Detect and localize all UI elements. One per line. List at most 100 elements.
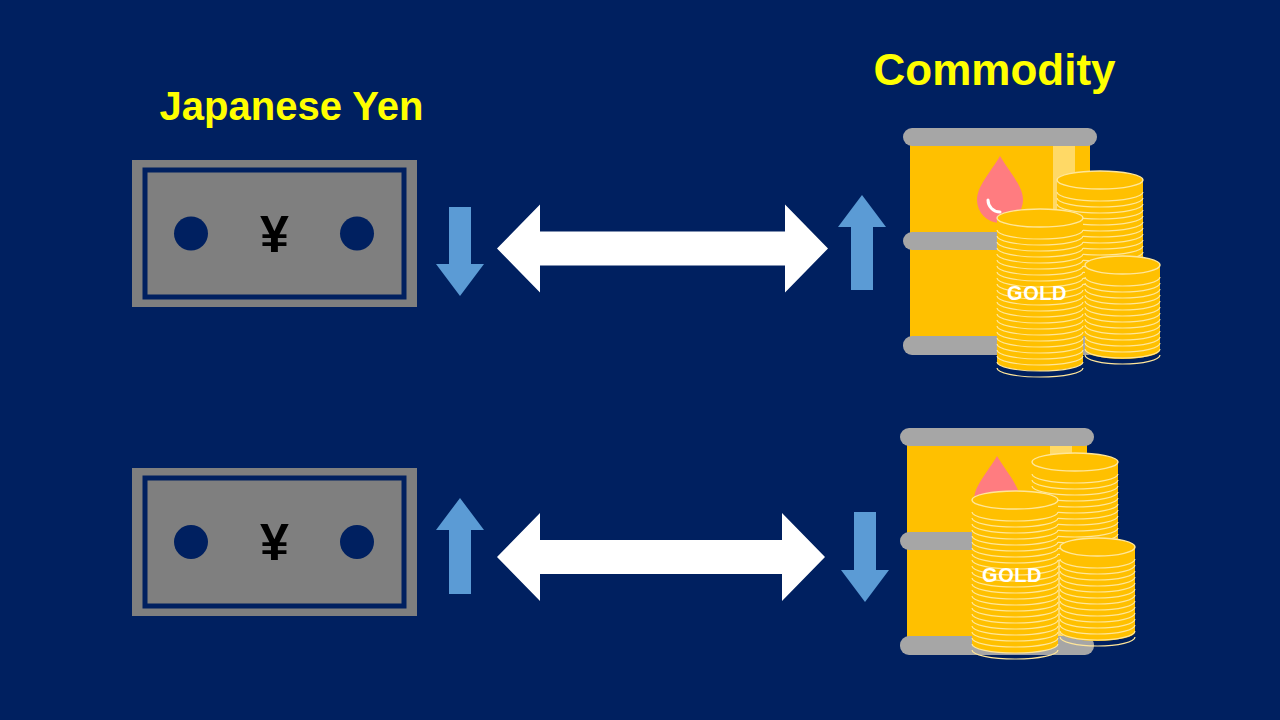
coin-edge — [1085, 301, 1160, 310]
coin-edge — [1085, 331, 1160, 340]
up-arrow — [436, 498, 484, 594]
coin-edge — [972, 524, 1058, 533]
coin-stack — [1085, 256, 1160, 364]
double-arrow — [497, 513, 825, 601]
coin-edge — [1060, 631, 1135, 640]
coin-top — [1032, 453, 1118, 471]
coin-edge — [997, 326, 1083, 335]
down-arrow — [841, 512, 889, 602]
coin-edge — [1060, 589, 1135, 598]
coin-body — [1060, 547, 1135, 632]
coin-edge — [972, 626, 1058, 635]
coin-edge — [1085, 295, 1160, 304]
coin-edge — [972, 650, 1058, 659]
coin-body — [1085, 265, 1160, 350]
coin-edge — [972, 614, 1058, 623]
coin-edge — [972, 638, 1058, 647]
coin-edge — [972, 530, 1058, 539]
coin-edge — [1060, 607, 1135, 616]
coin-edge — [1085, 325, 1160, 334]
commodity-icon: CommodityGOLD — [905, 128, 1160, 363]
coin-edge — [1060, 619, 1135, 628]
currency-symbol: ¥ — [132, 468, 417, 616]
coin-label: GOLD — [992, 281, 1082, 305]
barrel-rim — [900, 428, 1094, 446]
coin-edge — [997, 350, 1083, 359]
coin-edge — [1057, 192, 1143, 201]
coin-edge — [997, 362, 1083, 371]
coin-edge — [997, 242, 1083, 251]
coin-top — [997, 209, 1083, 227]
coin-edge — [997, 338, 1083, 347]
coin-edge — [997, 332, 1083, 341]
coin-edge — [1060, 595, 1135, 604]
coin-edge — [1085, 289, 1160, 298]
coin-edge — [1085, 337, 1160, 346]
coin-edge — [997, 248, 1083, 257]
commodity-illustration — [905, 128, 1160, 363]
coin-edge — [972, 632, 1058, 641]
coin-edge — [997, 254, 1083, 263]
gold-coins — [972, 453, 1135, 659]
coin-edge — [972, 644, 1058, 653]
coin-top — [1085, 256, 1160, 274]
coin-edge — [1085, 319, 1160, 328]
coin-edge — [997, 368, 1083, 377]
coin-edge — [1060, 565, 1135, 574]
coin-edge — [1032, 480, 1118, 489]
column-heading: Japanese Yen — [92, 83, 492, 129]
coin-edge — [972, 554, 1058, 563]
banknote-dot — [174, 525, 208, 559]
coin-label: GOLD — [967, 563, 1057, 587]
coin-edge — [1085, 313, 1160, 322]
coin-edge — [997, 266, 1083, 275]
coin-top — [1060, 538, 1135, 556]
gold-coins — [997, 171, 1160, 377]
coin-edge — [972, 608, 1058, 617]
banknote-dot — [174, 217, 208, 251]
barrel-rim — [903, 128, 1097, 146]
double-arrow — [497, 205, 828, 293]
coin-edge — [1060, 559, 1135, 568]
column-heading: Commodity — [795, 45, 1195, 96]
coin-edge — [972, 590, 1058, 599]
coin-edge — [997, 230, 1083, 239]
coin-edge — [1085, 283, 1160, 292]
coin-edge — [997, 314, 1083, 323]
coin-edge — [972, 620, 1058, 629]
coin-edge — [1060, 571, 1135, 580]
coin-edge — [1085, 343, 1160, 352]
coin-edge — [997, 272, 1083, 281]
coin-edge — [1085, 355, 1160, 364]
coin-edge — [972, 548, 1058, 557]
coin-edge — [972, 536, 1058, 545]
up-arrow — [838, 195, 886, 290]
coin-edge — [997, 320, 1083, 329]
coin-edge — [1060, 583, 1135, 592]
currency-symbol: ¥ — [132, 160, 417, 307]
coin-edge — [1060, 625, 1135, 634]
coin-edge — [1085, 277, 1160, 286]
coin-edge — [972, 596, 1058, 605]
coin-edge — [997, 344, 1083, 353]
coin-stack — [1060, 538, 1135, 646]
banknote-dot — [340, 217, 374, 251]
coin-edge — [1060, 637, 1135, 646]
coin-top — [1057, 171, 1143, 189]
coin-edge — [1057, 198, 1143, 207]
coin-edge — [1060, 577, 1135, 586]
coin-edge — [1085, 307, 1160, 316]
coin-edge — [972, 602, 1058, 611]
coin-edge — [997, 260, 1083, 269]
commodity-illustration — [902, 428, 1157, 663]
commodity-icon: GOLD — [902, 428, 1157, 663]
coin-edge — [997, 356, 1083, 365]
coin-edge — [1060, 601, 1135, 610]
coin-edge — [972, 542, 1058, 551]
coin-top — [972, 491, 1058, 509]
yen-banknote: ¥ — [132, 468, 417, 616]
banknote-dot — [340, 525, 374, 559]
coin-edge — [1085, 349, 1160, 358]
down-arrow — [436, 207, 484, 296]
